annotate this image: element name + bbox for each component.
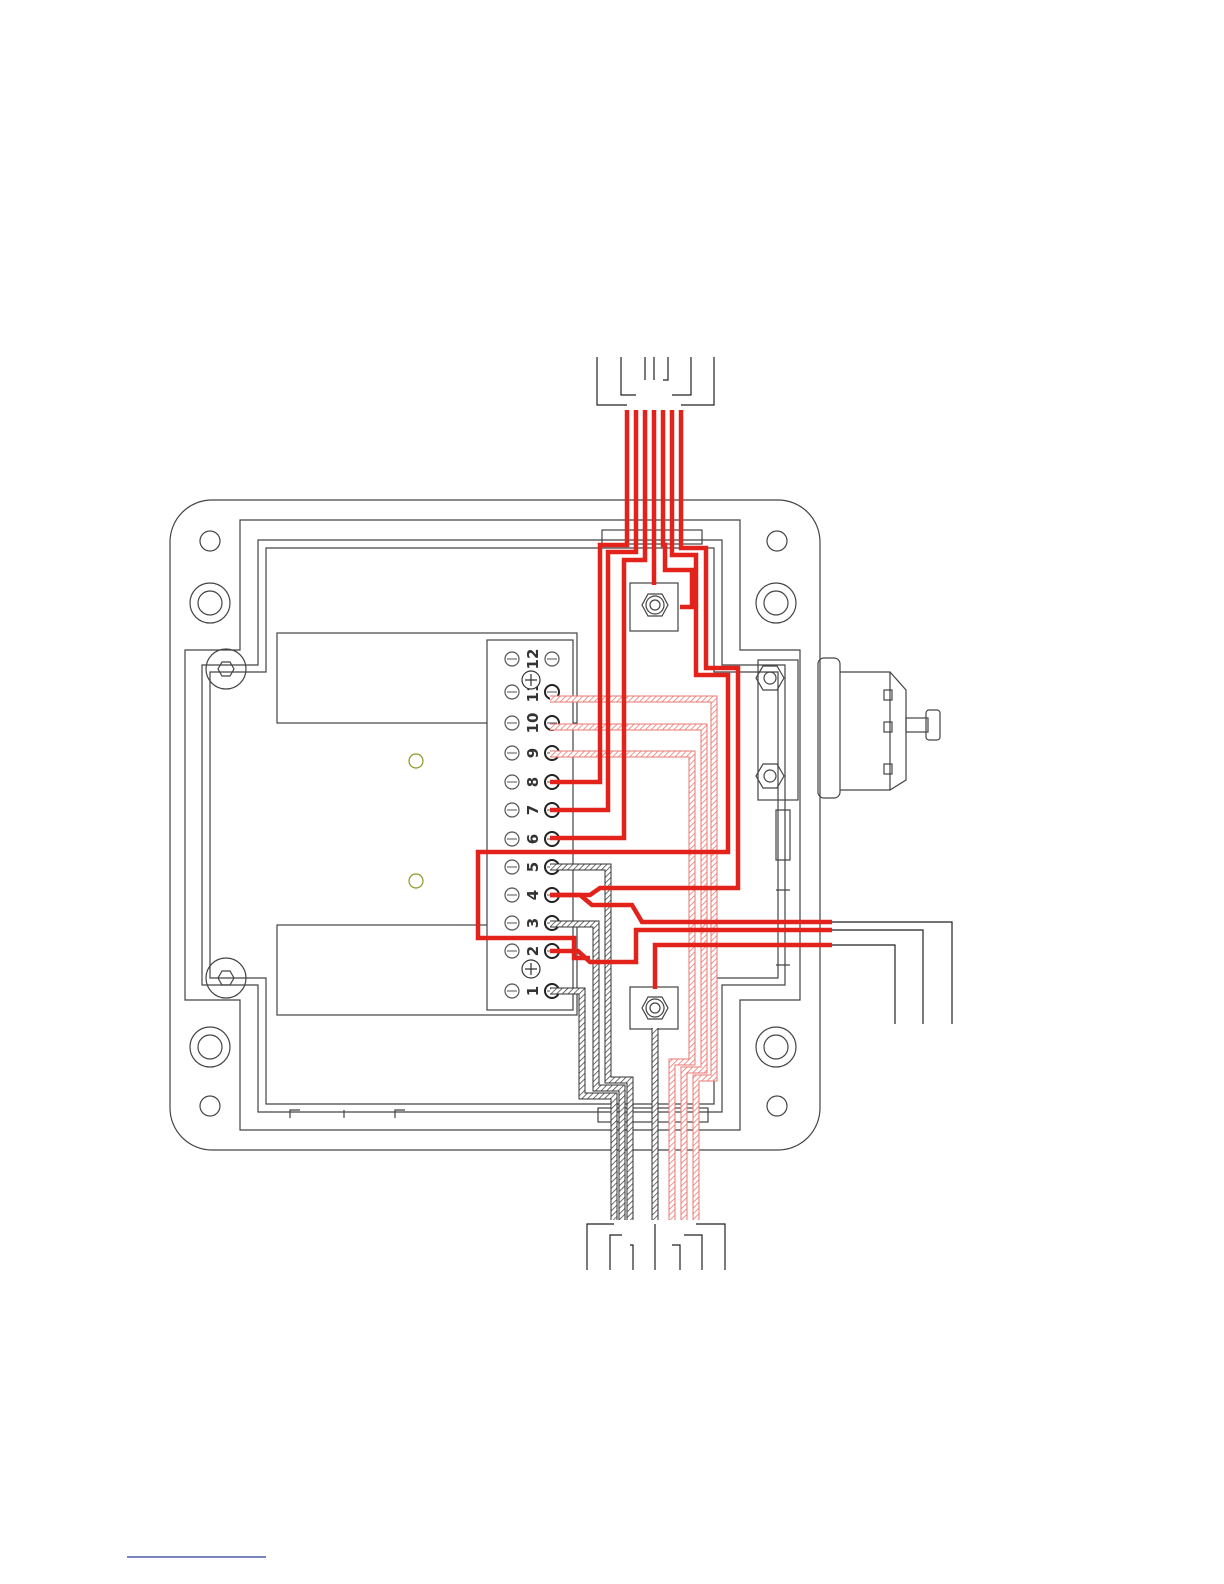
side-connector xyxy=(756,658,940,800)
ground-stud-top xyxy=(630,583,678,631)
indicator-led-icon xyxy=(409,874,423,888)
external-leads xyxy=(587,357,952,1270)
block-screw-icon xyxy=(522,671,540,689)
terminal-label: 12 xyxy=(524,649,542,670)
indicator-led-icon xyxy=(409,754,423,768)
ground-stud-bottom xyxy=(630,987,678,1029)
terminal-label: 9 xyxy=(524,748,542,758)
lid-screw-icon xyxy=(190,583,230,623)
terminal-label: 4 xyxy=(524,890,542,900)
connector-nut-icon xyxy=(756,666,784,690)
terminal-label: 3 xyxy=(524,918,542,928)
terminal-label: 6 xyxy=(524,834,542,844)
lid-screw-icon xyxy=(756,583,796,623)
connector-nut-icon xyxy=(756,764,784,788)
mounting-boss-icon xyxy=(206,649,246,689)
terminal-label: 2 xyxy=(524,946,542,956)
terminal-label: 10 xyxy=(524,713,542,734)
lid-screw-icon xyxy=(756,1027,796,1067)
corner-hole-icon xyxy=(767,1096,787,1116)
corner-hole-icon xyxy=(200,531,220,551)
terminal-label: 1 xyxy=(524,986,542,996)
lid-screw-icon xyxy=(190,1027,230,1067)
terminal-label: 7 xyxy=(524,805,542,815)
terminal-label: 5 xyxy=(524,862,542,872)
block-screw-icon xyxy=(522,960,540,978)
corner-hole-icon xyxy=(200,1096,220,1116)
terminal-label: 8 xyxy=(524,777,542,787)
bottom-clips xyxy=(290,1110,405,1118)
corner-hole-icon xyxy=(767,531,787,551)
